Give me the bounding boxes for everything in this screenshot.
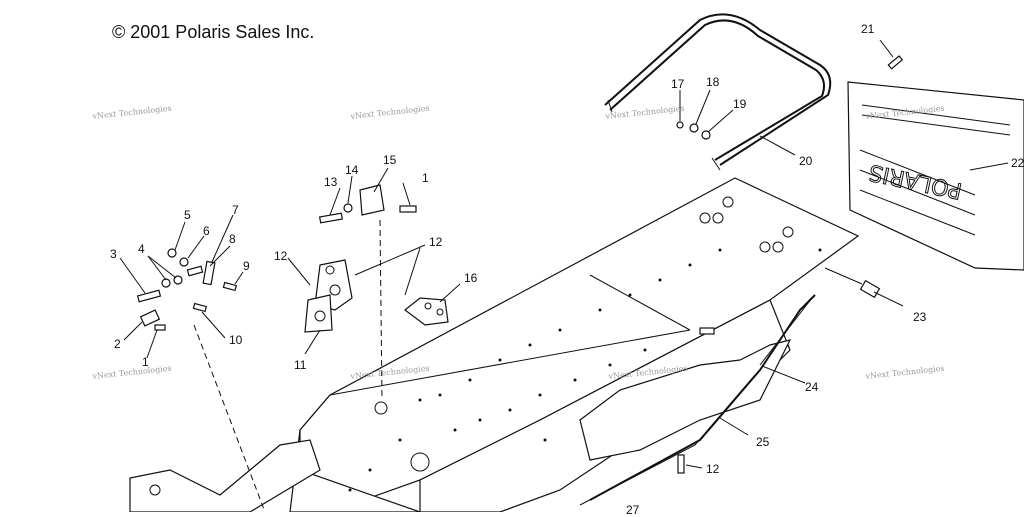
callout-label: 10 — [229, 333, 243, 347]
callout-label: 19 — [733, 97, 747, 111]
callout-label: 6 — [203, 224, 210, 238]
callout-label: 11 — [294, 358, 307, 372]
callout-label: 12 — [706, 462, 720, 476]
callout-label: 16 — [464, 271, 478, 285]
rear-bumper-handle — [604, 13, 832, 171]
callout-label: 1 — [142, 355, 149, 369]
callout-label: 25 — [756, 435, 770, 449]
hardware-cluster-left — [136, 248, 238, 331]
callout-label: 5 — [184, 208, 191, 222]
callout-label: 4 — [138, 242, 145, 256]
leader-lines — [119, 39, 1009, 512]
callout-label: 3 — [110, 247, 117, 261]
copyright-text: © 2001 Polaris Sales Inc. — [112, 22, 315, 42]
callout-label: 17 — [671, 77, 685, 91]
callout-label: 18 — [706, 75, 720, 89]
callout-label: 21 — [861, 22, 875, 36]
callout-label: 2 — [114, 337, 121, 351]
callout-label: 23 — [913, 310, 927, 324]
callout-label: 7 — [232, 203, 239, 217]
callout-label: 27 — [626, 503, 640, 517]
callout-label: 8 — [229, 232, 236, 246]
callout-label: 12 — [274, 249, 288, 263]
callout-label: 12 — [429, 235, 443, 249]
running-board-rail — [579, 294, 816, 506]
callout-label: 1 — [422, 171, 429, 185]
snowflap: POLARIS — [847, 81, 1024, 271]
callout-label: 15 — [383, 153, 397, 167]
callout-label: 20 — [799, 154, 813, 168]
bracket-assembly — [304, 55, 904, 474]
callout-label: 14 — [345, 163, 359, 177]
callout-label: 24 — [805, 380, 819, 394]
callout-label: 22 — [1011, 156, 1024, 170]
callout-label: 13 — [324, 175, 338, 189]
front-frame — [129, 439, 321, 512]
callout-label: 9 — [243, 259, 250, 273]
